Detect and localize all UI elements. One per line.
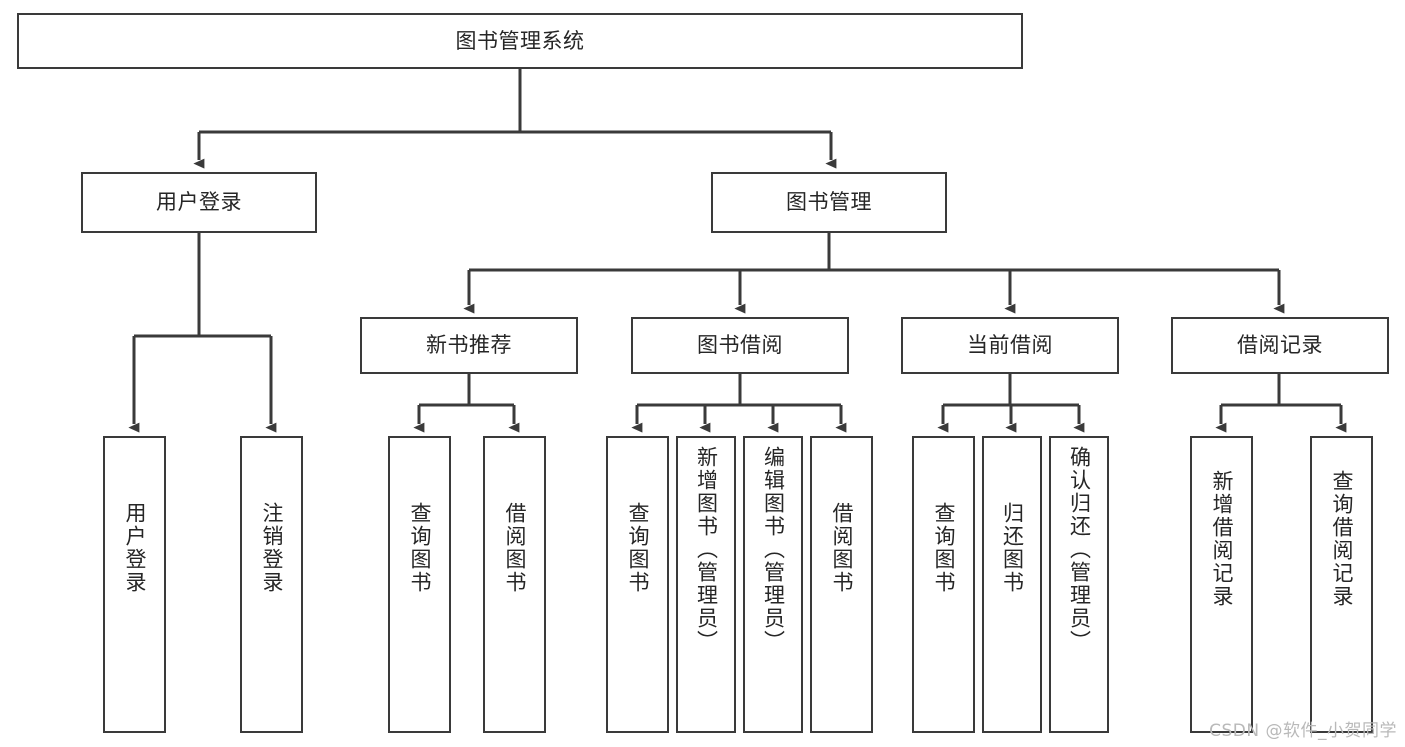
node-leaf-query-book-2[interactable]: 查询图书 [606, 436, 669, 733]
node-borrow-record[interactable]: 借阅记录 [1171, 317, 1389, 374]
node-leaf-logout-label: 注销登录 [260, 502, 284, 594]
node-leaf-add-book[interactable]: 新增图书（管理员） [676, 436, 736, 733]
node-leaf-user-login-label: 用户登录 [123, 502, 147, 594]
node-book-borrow-label: 图书借阅 [697, 333, 783, 358]
node-current-borrow[interactable]: 当前借阅 [901, 317, 1119, 374]
node-user-login-label: 用户登录 [156, 190, 242, 215]
node-leaf-user-login[interactable]: 用户登录 [103, 436, 166, 733]
node-leaf-edit-book-label: 编辑图书（管理员） [761, 446, 786, 653]
node-leaf-query-record[interactable]: 查询借阅记录 [1310, 436, 1373, 733]
node-user-login[interactable]: 用户登录 [81, 172, 317, 233]
node-leaf-return-book[interactable]: 归还图书 [982, 436, 1042, 733]
node-leaf-add-record[interactable]: 新增借阅记录 [1190, 436, 1253, 733]
node-leaf-borrow-book-2[interactable]: 借阅图书 [810, 436, 873, 733]
node-leaf-query-book-1-label: 查询图书 [408, 502, 432, 594]
node-leaf-confirm-return[interactable]: 确认归还（管理员） [1049, 436, 1109, 733]
node-leaf-query-book-1[interactable]: 查询图书 [388, 436, 451, 733]
node-current-borrow-label: 当前借阅 [967, 333, 1053, 358]
node-book-borrow[interactable]: 图书借阅 [631, 317, 849, 374]
node-leaf-edit-book[interactable]: 编辑图书（管理员） [743, 436, 803, 733]
node-leaf-borrow-book-1-label: 借阅图书 [503, 502, 527, 594]
node-root[interactable]: 图书管理系统 [17, 13, 1023, 69]
node-leaf-query-book-2-label: 查询图书 [626, 502, 650, 594]
node-leaf-add-record-label: 新增借阅记录 [1210, 470, 1234, 608]
node-leaf-confirm-return-label: 确认归还（管理员） [1067, 446, 1092, 653]
node-leaf-query-book-3-label: 查询图书 [932, 502, 956, 594]
node-leaf-borrow-book-1[interactable]: 借阅图书 [483, 436, 546, 733]
node-borrow-record-label: 借阅记录 [1237, 333, 1323, 358]
node-leaf-return-book-label: 归还图书 [1000, 502, 1025, 594]
node-book-manage-label: 图书管理 [786, 190, 872, 215]
watermark-text: CSDN @软件_小贺同学 [1209, 721, 1397, 741]
node-root-label: 图书管理系统 [455, 28, 585, 53]
node-leaf-add-book-label: 新增图书（管理员） [694, 446, 719, 653]
node-new-book-recommend[interactable]: 新书推荐 [360, 317, 578, 374]
node-new-book-recommend-label: 新书推荐 [426, 333, 512, 358]
node-leaf-borrow-book-2-label: 借阅图书 [830, 502, 854, 594]
node-book-manage[interactable]: 图书管理 [711, 172, 947, 233]
node-leaf-query-book-3[interactable]: 查询图书 [912, 436, 975, 733]
node-leaf-query-record-label: 查询借阅记录 [1330, 470, 1354, 608]
node-leaf-logout[interactable]: 注销登录 [240, 436, 303, 733]
